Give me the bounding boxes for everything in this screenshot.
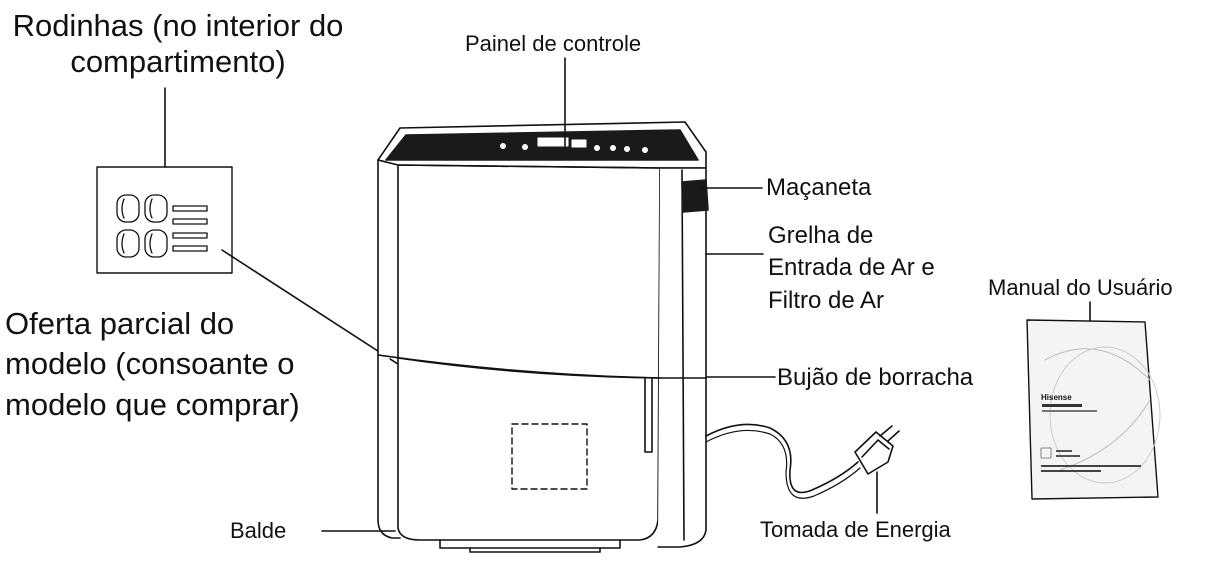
label-power-plug: Tomada de Energia (760, 517, 951, 542)
label-partial-line3: modelo que comprar) (5, 386, 300, 422)
label-partial-model: Oferta parcial do modelo (consoante o mo… (5, 304, 300, 425)
control-panel-buttons (500, 137, 648, 153)
label-control-panel: Painel de controle (465, 31, 642, 56)
label-manual: Manual do Usuário (988, 275, 1173, 300)
label-grille: Grelha de Entrada de Ar e Filtro de Ar (768, 220, 935, 317)
power-plug-icon (854, 425, 900, 475)
handle-recess (681, 179, 709, 213)
wheels-inset (96, 87, 233, 274)
user-manual-icon (1026, 319, 1161, 500)
wheel-icon (116, 194, 208, 258)
label-wheels-line2: compartimento) (70, 43, 286, 79)
label-handle: Maçaneta (766, 174, 872, 201)
label-grille-line3: Filtro de Ar (768, 286, 885, 314)
label-wheels-line1: Rodinhas (no interior do (12, 8, 344, 43)
label-wheels: Rodinhas (no interior do compartimento) (8, 8, 348, 79)
label-bucket: Balde (230, 518, 287, 543)
power-cord (705, 423, 859, 494)
label-partial-line2: modelo (consoante o (5, 346, 295, 382)
label-grille-line1: Grelha de (768, 222, 874, 249)
dehumidifier-unit (377, 121, 709, 553)
manual-brand: Hisense (1041, 393, 1072, 402)
label-grille-line2: Entrada de Ar e (768, 254, 935, 282)
label-rubber-plug: Bujão de borracha (777, 364, 974, 391)
label-partial-line1: Oferta parcial do (5, 306, 235, 341)
